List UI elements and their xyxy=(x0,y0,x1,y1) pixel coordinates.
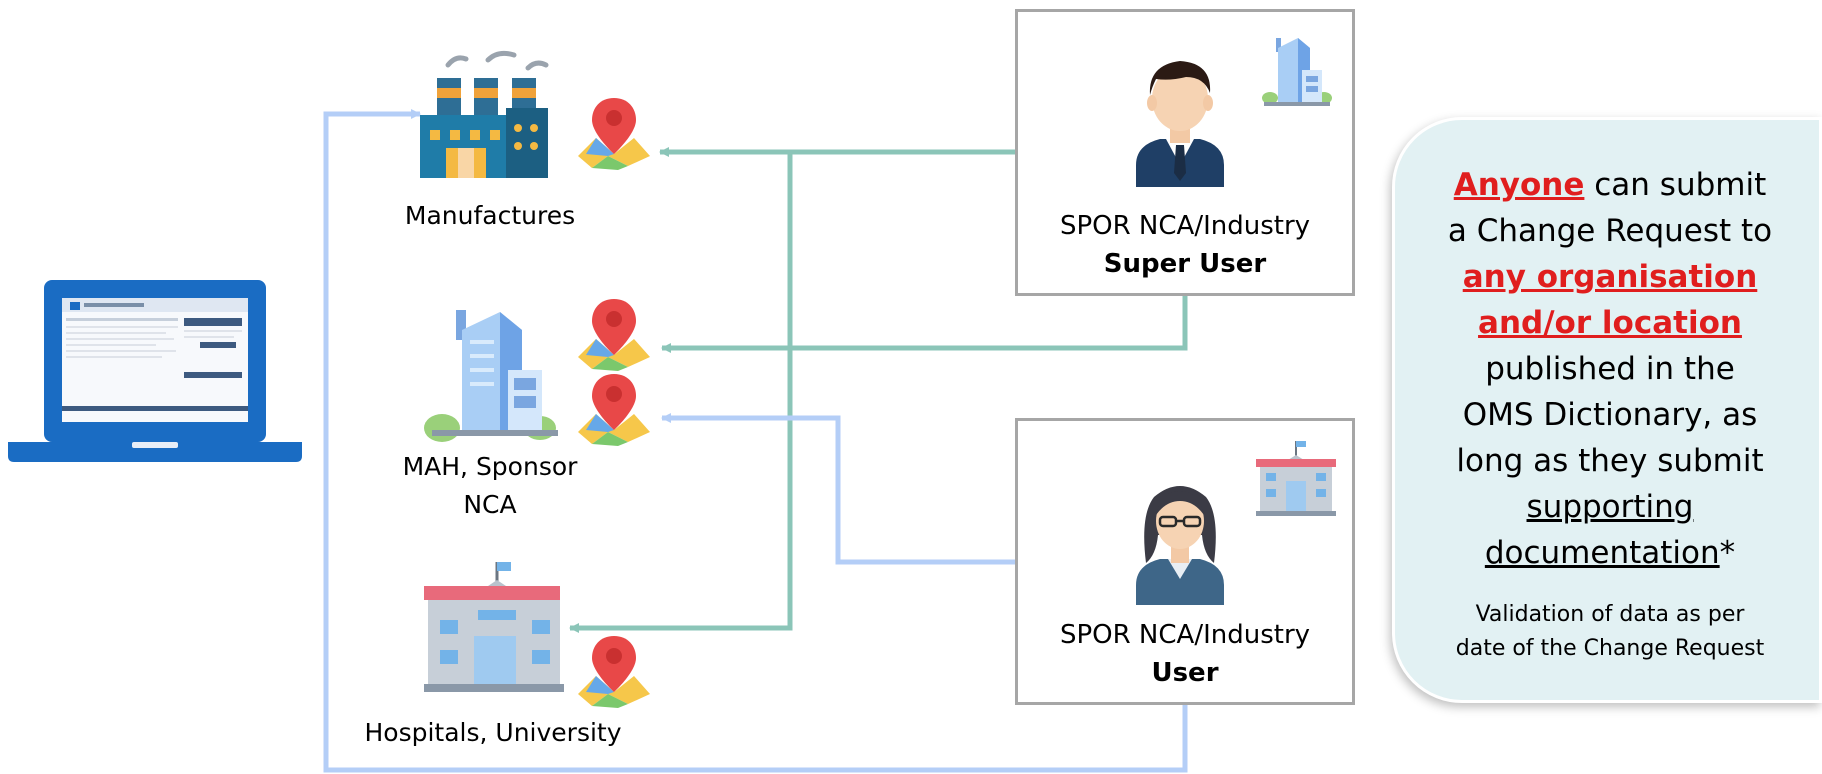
map-pin-icon xyxy=(578,98,650,170)
label-hospitals-university: Hospitals, University xyxy=(364,718,622,747)
super-user-role-line2: Super User xyxy=(1103,249,1267,279)
info-line-7: long as they submit xyxy=(1456,443,1764,479)
hospital-icon xyxy=(424,562,564,692)
connector-user-to-manufactures xyxy=(323,109,1188,773)
info-line-3: any organisation xyxy=(1462,259,1758,295)
laptop-icon xyxy=(8,280,302,462)
info-callout: Anyone can submit a Change Request to an… xyxy=(1392,117,1822,703)
info-line-2: a Change Request to xyxy=(1447,213,1773,249)
validation-note-line2: date of the Change Request xyxy=(1455,636,1765,661)
map-pin-icon xyxy=(578,299,650,371)
info-line-6: OMS Dictionary, as xyxy=(1462,397,1758,433)
connector-superuser-to-hospitals xyxy=(569,152,793,633)
office-building-icon xyxy=(424,310,558,442)
info-line-4: and/or location xyxy=(1478,305,1742,341)
businesswoman-icon xyxy=(1136,486,1224,605)
user-role-line2: User xyxy=(1151,658,1219,688)
info-line-1: Anyone can submit xyxy=(1453,167,1767,203)
connector-user-to-mah xyxy=(661,413,1015,565)
user-box: SPOR NCA/Industry User xyxy=(1015,418,1355,705)
office-building-icon xyxy=(1262,38,1332,106)
label-mah-sponsor: MAH, Sponsor xyxy=(402,452,578,481)
hospital-icon xyxy=(1256,441,1336,516)
map-pin-icon xyxy=(578,374,650,446)
factory-icon xyxy=(420,50,549,178)
anyone-highlight: Anyone xyxy=(1453,167,1585,203)
user-role-line1: SPOR NCA/Industry xyxy=(1059,620,1311,650)
label-nca: NCA xyxy=(463,490,517,519)
super-user-role-line1: SPOR NCA/Industry xyxy=(1059,211,1311,241)
label-manufactures: Manufactures xyxy=(404,201,576,230)
validation-note-line1: Validation of data as per xyxy=(1475,602,1745,627)
super-user-box: SPOR NCA/Industry Super User xyxy=(1015,9,1355,296)
businessman-icon xyxy=(1136,61,1224,187)
info-line-9: documentation* xyxy=(1484,535,1736,571)
info-line-5: published in the xyxy=(1485,351,1735,387)
info-line-8: supporting xyxy=(1526,489,1694,525)
connector-superuser-to-mah xyxy=(661,295,1188,353)
map-pin-icon xyxy=(578,636,650,708)
